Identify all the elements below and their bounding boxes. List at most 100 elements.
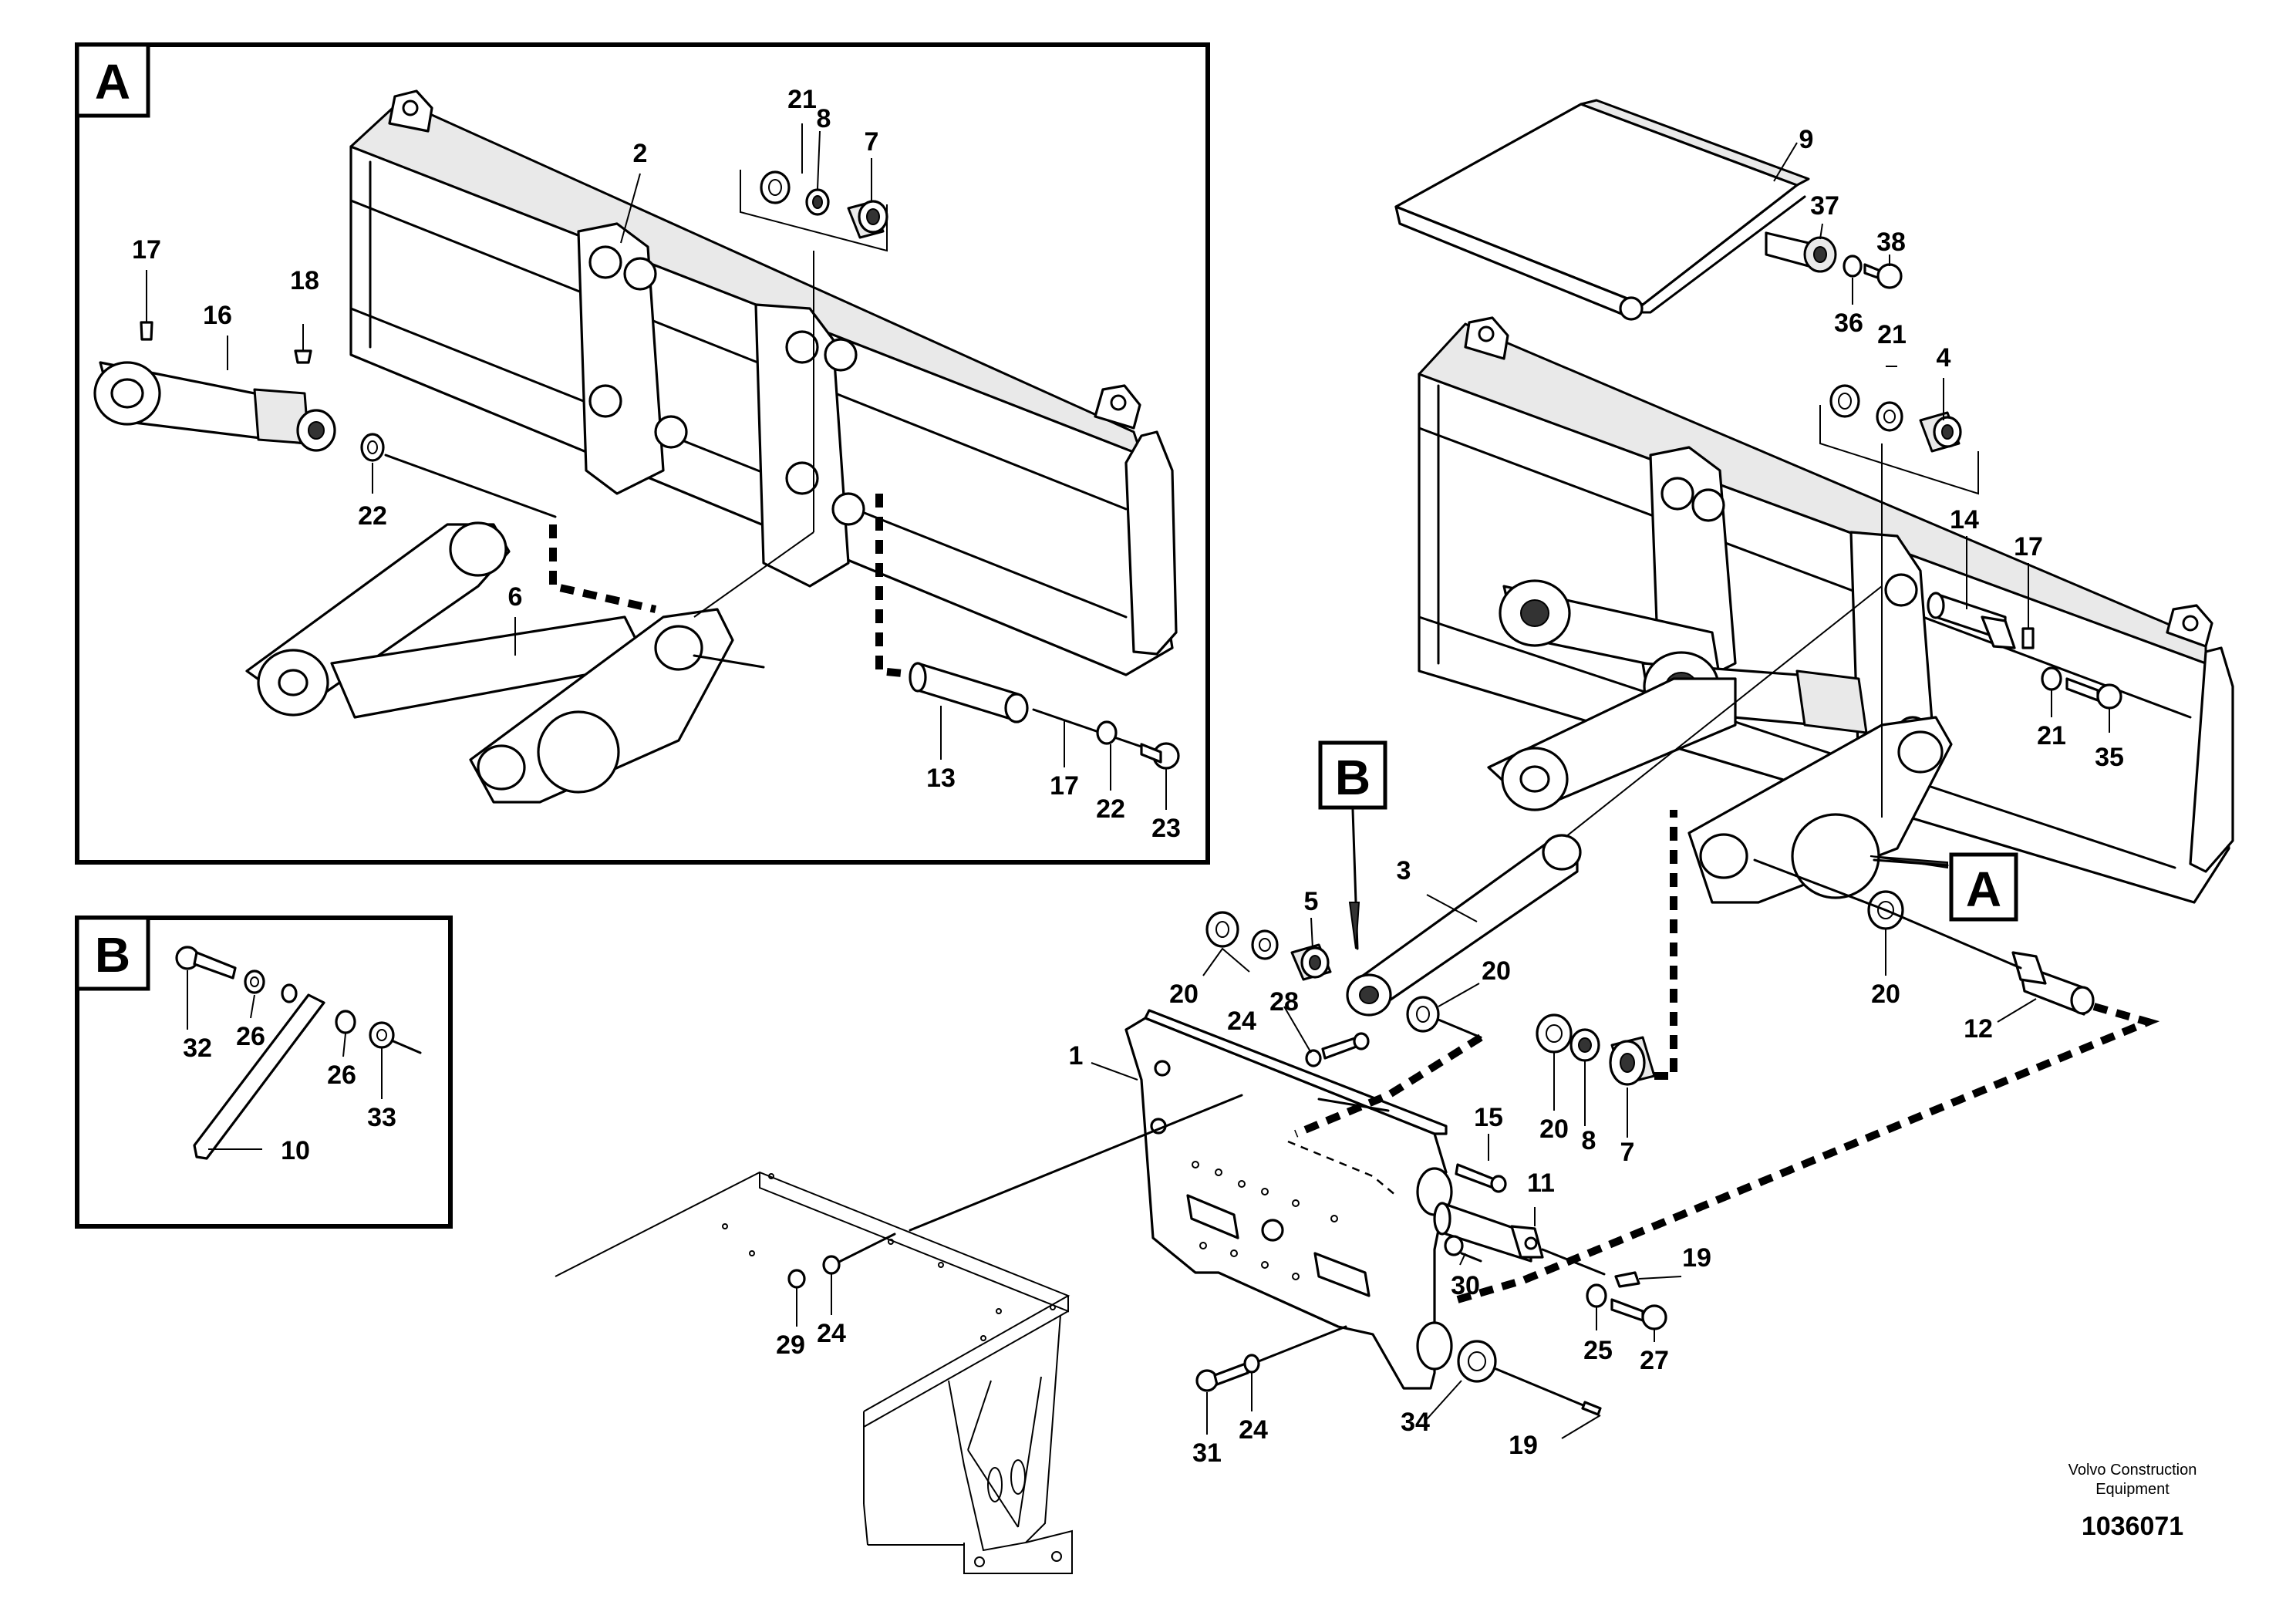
callout-b-33: 33 (367, 1103, 396, 1132)
blade-part-2 (349, 89, 1178, 676)
washer-21 (760, 170, 791, 204)
pointer-b-tag: B (1335, 750, 1371, 805)
nut-29 (787, 1269, 806, 1289)
nut-33 (369, 1021, 395, 1049)
kit-bracket-main (1819, 405, 1979, 495)
pointer-b-box (1318, 740, 1387, 810)
callout-19-a: 19 (1682, 1243, 1711, 1273)
washer-21k (1829, 384, 1860, 418)
callout-a-16: 16 (203, 301, 232, 330)
detail-a-tag: A (95, 54, 130, 110)
washer-22b (1096, 720, 1118, 745)
grease-nipple-17 (140, 321, 153, 341)
callout-a-23: 23 (1151, 814, 1181, 843)
washer-24c (1243, 1354, 1260, 1374)
callout-21-main-b: 21 (2037, 721, 2066, 750)
detail-a-frame (75, 42, 1210, 865)
callout-27: 27 (1640, 1346, 1669, 1375)
callout-7-main: 7 (1620, 1138, 1635, 1167)
callout-a-7: 7 (865, 127, 879, 157)
callout-a-18: 18 (290, 266, 319, 295)
washer-26b (335, 1010, 356, 1034)
grease-nipple-17m (2021, 627, 2035, 649)
callout-34: 34 (1401, 1408, 1430, 1437)
detail-b-view: B 32 26 26 33 10 (75, 916, 453, 1229)
callout-35: 35 (2095, 743, 2124, 772)
detail-a-view: A (75, 42, 1210, 865)
callout-b-10: 10 (281, 1136, 310, 1165)
rod-19b (1495, 1367, 1602, 1416)
washer-22 (360, 433, 385, 462)
callout-20-d: 20 (1871, 980, 1900, 1009)
cover-plate-9 (1394, 99, 1810, 321)
pin-14 (1927, 592, 2016, 649)
callout-15: 15 (1474, 1103, 1503, 1132)
callout-37: 37 (1810, 191, 1839, 221)
washer-25 (1586, 1283, 1607, 1308)
callout-4: 4 (1937, 343, 1951, 373)
detail-b-tag: B (95, 927, 130, 983)
callout-20-b: 20 (1482, 956, 1511, 986)
callout-a-17b: 17 (1050, 771, 1079, 801)
callout-9: 9 (1799, 125, 1814, 154)
washer-20d (1536, 1013, 1573, 1054)
callout-30: 30 (1451, 1271, 1480, 1300)
main-blade (1418, 316, 2234, 904)
callout-21-main: 21 (1877, 320, 1907, 349)
drawing-number: 1036071 (2082, 1512, 2183, 1541)
frame-plate-1 (1124, 1009, 1453, 1390)
rod-10 (193, 993, 325, 1160)
washer-36 (1843, 255, 1863, 278)
callout-3: 3 (1397, 856, 1411, 885)
bolt-27 (1610, 1298, 1667, 1330)
cylinder-part-16 (93, 361, 336, 452)
detail-a-tag-box (75, 42, 150, 118)
washer-24b (822, 1255, 841, 1275)
bolt-31 (1195, 1362, 1249, 1392)
callout-b-32: 32 (183, 1034, 212, 1063)
callout-24-a: 24 (1227, 1007, 1256, 1036)
bushing-4 (1919, 411, 1962, 453)
bolt-23 (1140, 742, 1180, 770)
callout-a-13: 13 (926, 764, 956, 793)
bolt-28 (1321, 1032, 1370, 1060)
callout-11: 11 (1527, 1168, 1555, 1198)
washer-20a (1205, 911, 1239, 948)
bushing-5 (1290, 943, 1332, 981)
grease-nipple-18 (294, 349, 312, 364)
push-frame-part-6 (245, 521, 734, 804)
brand-line-2: Equipment (2095, 1481, 2170, 1498)
callout-17-main: 17 (2014, 532, 2043, 561)
callout-38: 38 (1876, 228, 1906, 257)
callout-b-26b: 26 (327, 1061, 356, 1090)
pointer-a-box (1949, 852, 2018, 922)
callout-28: 28 (1269, 987, 1299, 1017)
callout-24-b: 24 (817, 1319, 846, 1348)
washer-21m (2041, 666, 2062, 691)
pin-part-13 (909, 662, 1029, 723)
brand-line-1: Volvo Construction (2068, 1462, 2197, 1479)
kit-bracket (740, 170, 888, 252)
callout-5: 5 (1304, 887, 1319, 916)
footer: Volvo Construction Equipment 1036071 (2068, 1462, 2197, 1541)
callout-a-8: 8 (817, 104, 831, 133)
bolt-35 (2065, 677, 2122, 710)
washer-21k2 (1876, 401, 1903, 432)
bolt-19a (1614, 1271, 1640, 1288)
pin-12 (2011, 951, 2095, 1016)
callout-31: 31 (1192, 1438, 1222, 1468)
washer-34 (1457, 1340, 1497, 1383)
callout-a-17: 17 (132, 235, 161, 265)
washer-30 (1444, 1235, 1464, 1256)
callout-20-c: 20 (1539, 1114, 1569, 1144)
bushing-7 (847, 200, 888, 239)
callout-b-26a: 26 (236, 1022, 265, 1051)
callout-8-main: 8 (1582, 1126, 1596, 1155)
callout-24-c: 24 (1239, 1415, 1268, 1445)
chassis-frame (555, 1171, 1073, 1574)
pin-11 (1433, 1202, 1544, 1263)
bolt-38 (1863, 263, 1903, 289)
washer-26a (244, 969, 265, 994)
spacer (281, 983, 298, 1003)
pin-15 (1455, 1163, 1507, 1193)
